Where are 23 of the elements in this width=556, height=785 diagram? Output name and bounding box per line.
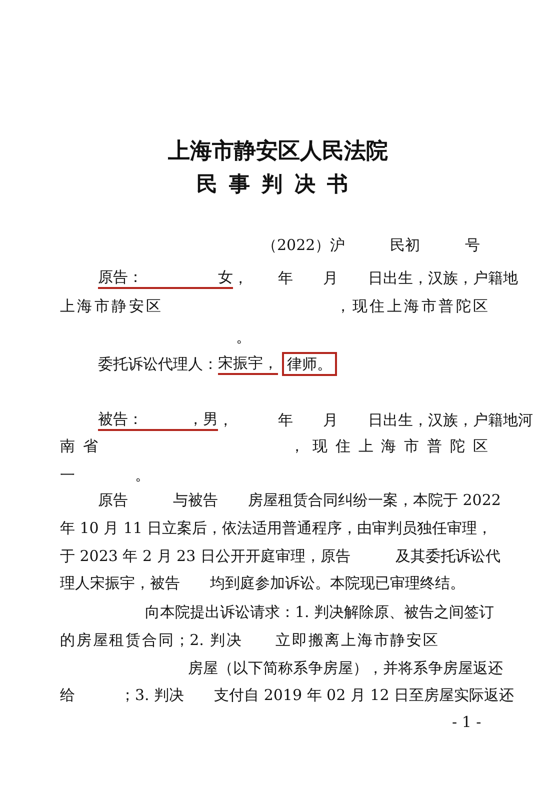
agent-name: 宋振宇， bbox=[218, 353, 278, 375]
body-text-line: 原告 与被告 房屋租赁合同纠纷一案，本院于 2022 bbox=[98, 490, 501, 510]
highlight-box: 律师。 bbox=[282, 352, 337, 376]
document-title: 民事判决书 bbox=[196, 170, 360, 198]
plaintiff-label: 原告： 女 bbox=[98, 267, 233, 289]
plaintiff-details: ， 年 月 日出生，汉族，户籍地 bbox=[233, 268, 518, 288]
page-number: - 1 - bbox=[452, 712, 482, 732]
body-text-line: 年 10 月 11 日立案后，依法适用普通程序，由审判员独任审理， bbox=[60, 518, 492, 538]
body-text-line: 给 ；3. 判决 支付自 2019 年 02 月 12 日至房屋实际返还 bbox=[60, 685, 514, 705]
case-number: （2022）沪 民初 号 bbox=[262, 235, 480, 255]
defendant-details: ， 年 月 日出生，汉族，户籍地河 bbox=[218, 410, 533, 430]
address-line: 上海市静安区 ，现住上海市普陀区 bbox=[60, 296, 488, 316]
body-text-line: 房屋（以下简称系争房屋），并将系争房屋返还 bbox=[188, 658, 503, 678]
body-text-line: 向本院提出诉讼请求：1. 判决解除原、被告之间签订 bbox=[145, 602, 494, 622]
court-name-title: 上海市静安区人民法院 bbox=[167, 137, 389, 166]
address-line: 。 bbox=[236, 327, 251, 347]
address-line: 一 。 bbox=[60, 465, 150, 485]
defendant-label: 被告： ，男 bbox=[98, 409, 218, 431]
body-text-line: 于 2023 年 2 月 23 日公开开庭审理，原告 及其委托诉讼代 bbox=[60, 546, 500, 566]
body-text-line: 理人宋振宇，被告 均到庭参加诉讼。本院现已审理终结。 bbox=[60, 573, 465, 593]
body-text-line: 的房屋租赁合同；2. 判决 立即搬离上海市静安区 bbox=[60, 630, 438, 650]
agent-label: 委托诉讼代理人： bbox=[98, 354, 218, 374]
address-line: 南省 ，现住上海市普陀区 bbox=[60, 436, 488, 456]
